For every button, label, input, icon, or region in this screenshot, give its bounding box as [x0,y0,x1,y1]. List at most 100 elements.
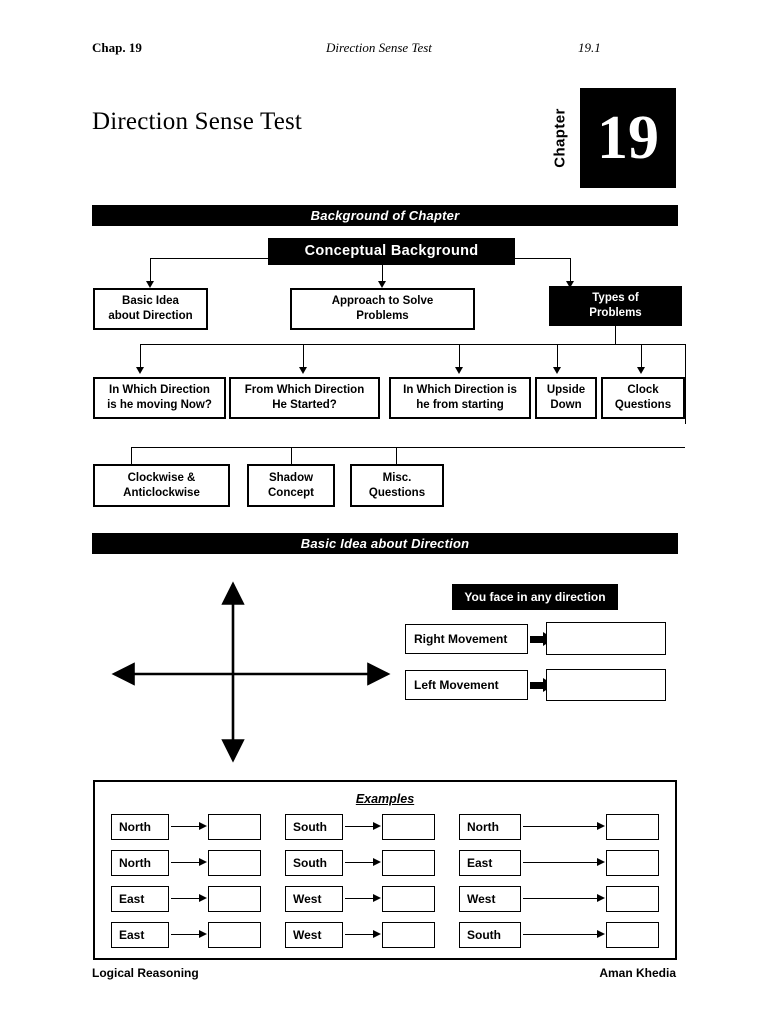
connector-root-horizontal [150,258,570,259]
example-arrow-c1r4 [171,930,207,939]
arrow-shaft [523,825,597,827]
example-arrow-c2r4 [345,930,381,939]
example-label-c3r3: West [459,886,521,912]
arrow-shaft [171,861,199,863]
flow-l2-2-line2: He Started? [272,399,337,411]
footer-right-text: Aman Khedia [599,966,676,980]
connector-level2-bus-right-cap [685,344,686,424]
example-arrow-c2r3 [345,894,381,903]
example-label-c2r3: West [285,886,343,912]
flow-l2-1-line2: is he moving Now? [107,399,212,411]
example-answer-c3r2[interactable] [606,850,659,876]
connector-arrow-l2-5 [636,367,645,374]
banner-basic-idea-about-direction: Basic Idea about Direction [92,533,678,554]
footer-left-text: Logical Reasoning [92,966,199,980]
arrow-head [199,930,207,938]
arrow-shaft [171,897,199,899]
running-head-title: Direction Sense Test [326,40,432,55]
arrow-shaft [523,933,597,935]
example-label-c2r1: South [285,814,343,840]
flow-box-basic-idea: Basic Idea about Direction [93,288,208,330]
arrow-shaft [523,861,597,863]
example-arrow-c2r1 [345,822,381,831]
flow-box-shadow-concept: Shadow Concept [247,464,335,507]
connector-level3-bus [131,447,685,448]
example-arrow-c3r4 [523,930,605,939]
example-answer-c3r3[interactable] [606,886,659,912]
movement-answer-right[interactable] [546,622,666,655]
flow-box-approach-line1: Approach to Solve [331,295,434,308]
example-answer-c1r2[interactable] [208,850,261,876]
running-head-chapter: Chap. 19 [92,40,142,55]
connector-l3-drop-1 [131,447,132,465]
example-answer-c2r3[interactable] [382,886,435,912]
flow-box-approach-line2: Problems [356,310,409,322]
example-answer-c2r2[interactable] [382,850,435,876]
chapter-number: 19 [597,104,659,172]
flow-l2-2-line1: From Which Direction [244,384,365,397]
connector-l3-drop-3 [396,447,397,465]
connector-arrow-l2-1 [135,367,144,374]
connector-level2-bus [140,344,686,345]
flow-l2-4-line2: Down [550,399,582,411]
example-arrow-c3r1 [523,822,605,831]
example-answer-c1r3[interactable] [208,886,261,912]
flow-l2-5-line1: Clock [627,384,659,397]
example-answer-c2r1[interactable] [382,814,435,840]
example-arrow-c3r2 [523,858,605,867]
example-arrow-c1r1 [171,822,207,831]
connector-root-right-down [570,258,571,282]
connector-arrow-l2-4 [552,367,561,374]
arrow-head [597,858,605,866]
flow-box-direction-from-starting: In Which Direction is he from starting [389,377,531,419]
example-label-c2r2: South [285,850,343,876]
connector-root-left-down [150,258,151,282]
example-label-c1r4: East [111,922,169,948]
connector-types-down [615,326,616,344]
flow-l3-2-line1: Shadow [268,471,314,484]
example-answer-c1r1[interactable] [208,814,261,840]
example-label-c1r3: East [111,886,169,912]
flow-l3-3-line1: Misc. [382,471,412,484]
flow-box-types-line2: Problems [589,307,642,319]
chapter-word-label: Chapter [551,108,569,168]
flow-l2-1-line1: In Which Direction [109,384,210,397]
movement-answer-left[interactable] [546,669,666,701]
arrow-shaft [345,825,373,827]
chapter-word-vertical: Chapter [540,88,580,188]
connector-root-mid-down [382,265,383,282]
flow-root-conceptual-background: Conceptual Background [268,238,515,265]
flow-l3-2-line2: Concept [268,486,314,499]
arrow-shaft [171,933,199,935]
example-label-c3r4: South [459,922,521,948]
arrow-head [373,822,381,830]
flow-box-clockwise-anticlockwise: Clockwise & Anticlockwise [93,464,230,507]
arrow-shaft [345,897,373,899]
flow-box-upside-down: Upside Down [535,377,597,419]
flow-box-basic-idea-line1: Basic Idea [122,295,179,308]
example-answer-c3r1[interactable] [606,814,659,840]
example-answer-c1r4[interactable] [208,922,261,948]
connector-l2-drop-5 [641,344,642,368]
examples-title: Examples [355,792,415,806]
example-label-c3r1: North [459,814,521,840]
movement-label-left: Left Movement [405,670,528,700]
page-title: Direction Sense Test [92,108,303,135]
banner-background-of-chapter: Background of Chapter [92,205,678,226]
label-you-face-in-any-direction: You face in any direction [452,584,618,610]
example-answer-c2r4[interactable] [382,922,435,948]
connector-l2-drop-4 [557,344,558,368]
running-head-page: 19.1 [578,40,601,55]
flow-box-types-of-problems: Types of Problems [549,286,682,326]
flow-l3-1-line2: Anticlockwise [123,486,200,499]
example-label-c3r2: East [459,850,521,876]
connector-l2-drop-3 [459,344,460,368]
example-answer-c3r4[interactable] [606,922,659,948]
arrow-head [199,894,207,902]
block-arrow-shaft [530,636,544,643]
connector-l2-drop-1 [140,344,141,368]
flow-box-misc-questions: Misc. Questions [350,464,444,507]
arrow-head [597,930,605,938]
flow-box-from-which-direction-started: From Which Direction He Started? [229,377,380,419]
arrow-shaft [345,933,373,935]
